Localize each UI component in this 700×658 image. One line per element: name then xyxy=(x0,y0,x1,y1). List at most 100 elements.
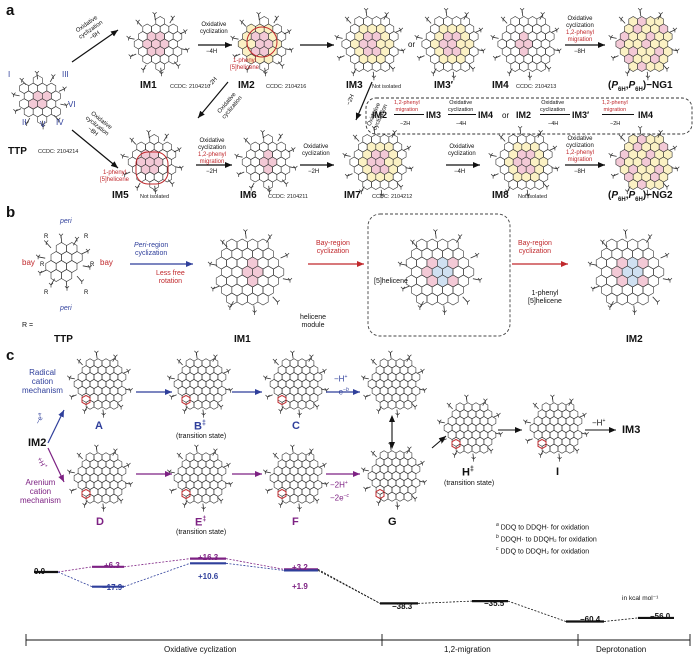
c-im2-label: IM2 xyxy=(28,437,47,449)
arrow-im6-im7-value: −2H xyxy=(308,169,320,175)
im1-ccdc: CCDC: 2104210 xyxy=(170,84,211,90)
i-to-im3-text: −H+ xyxy=(592,418,606,428)
reactive-ring xyxy=(181,488,191,500)
energy-label-1: +6.3 xyxy=(104,561,120,570)
ng1-label: (P6H,P6H)−NG1 xyxy=(608,80,673,93)
bay-left-label: bay xyxy=(22,258,35,267)
ttp-label: TTP xyxy=(8,146,27,157)
energy-label-2: −17.9 xyxy=(102,583,123,592)
e-transition-state: (transition state) xyxy=(176,529,227,536)
box-arrow2 xyxy=(448,114,476,115)
footnote-c: c DDQ to DDQH₂ for oxidation xyxy=(496,546,590,556)
stage-migration: 1,2-migration xyxy=(440,645,495,654)
arrow-im2-im6 xyxy=(197,81,229,119)
arrow-im5-im6-value: −2H xyxy=(206,169,218,175)
ng2-label: (P6H,P6H)−NG2 xyxy=(608,190,673,203)
b-ttp-label: TTP xyxy=(54,334,73,345)
b-im1-label: IM1 xyxy=(234,334,251,345)
molecule-im3 xyxy=(334,7,406,81)
ttp-arm-II: II xyxy=(22,118,27,127)
molecule-im4 xyxy=(490,7,562,81)
ttp-arm-V: V xyxy=(40,120,46,129)
molecule-im3-prime xyxy=(414,7,486,81)
energy-connector xyxy=(417,600,473,604)
species-I: I xyxy=(556,466,560,478)
im3-label: IM3 xyxy=(346,80,363,91)
arrow-im4-ng1-value: −8H xyxy=(574,49,586,55)
im2-helicene-annotation: 1-phenyl[5]helicene xyxy=(230,58,260,71)
alternative-path-box xyxy=(365,97,693,135)
r-label-4: R xyxy=(90,262,95,268)
h-transition-state: (transition state) xyxy=(444,480,495,487)
im5-note: Not isolated xyxy=(140,194,170,200)
stage-deprotonation: Deprotonation xyxy=(592,645,651,654)
molecule-b-im1 xyxy=(207,229,293,315)
molecule-h-ts xyxy=(437,394,503,462)
molecule-im6 xyxy=(234,129,298,195)
im3-prime-label: IM3′ xyxy=(434,80,454,91)
arrow-im8-ng2-value: −8H xyxy=(574,169,586,175)
im7-label: IM7 xyxy=(344,190,361,201)
peri-top-label: peri xyxy=(60,218,72,225)
im8-label: IM8 xyxy=(492,190,509,201)
energy-label-4: +10.6 xyxy=(198,572,219,581)
energy-label-10: −56.0 xyxy=(650,612,671,621)
ttp-ccdc: CCDC: 2104214 xyxy=(38,149,79,155)
molecule-ng1 xyxy=(608,7,680,81)
arrow-im2-d xyxy=(47,447,65,483)
panel-label-b: b xyxy=(6,204,16,221)
im4-label: IM4 xyxy=(492,80,509,91)
energy-label-6: +1.9 xyxy=(292,582,308,591)
molecule-b-ttp xyxy=(35,233,93,291)
molecule-g xyxy=(361,442,427,510)
energy-connector xyxy=(603,617,639,622)
molecule-im7 xyxy=(342,125,414,199)
box-arrow4 xyxy=(602,114,634,115)
arrow-im2-a xyxy=(47,409,65,444)
im2-ccdc: CCDC: 2104216 xyxy=(266,84,307,90)
species-G: G xyxy=(388,516,397,528)
molecule-ng2 xyxy=(608,125,680,199)
im5-label: IM5 xyxy=(112,190,129,201)
species-B: B‡ xyxy=(194,420,206,433)
molecule-d xyxy=(67,444,133,512)
ttp-arm-I: I xyxy=(8,70,11,79)
energy-connector xyxy=(317,569,381,604)
reactive-ring xyxy=(375,488,385,500)
molecule-c xyxy=(263,350,329,418)
energy-connector xyxy=(123,562,191,588)
species-C: C xyxy=(292,420,300,432)
energy-label-5: +3.2 xyxy=(292,563,308,572)
arrow-im1-im2-value: −4H xyxy=(206,49,218,55)
im8-note: Not isolated xyxy=(518,194,548,200)
arrow-ttp-im5 xyxy=(71,129,119,169)
r-label-5: R xyxy=(44,290,49,296)
im4-ccdc: CCDC: 2104213 xyxy=(516,84,557,90)
bay-right-label: bay xyxy=(100,258,113,267)
phenyl-helicene-text: 1-phenyl[5]helicene xyxy=(528,290,562,305)
molecule-f xyxy=(263,444,329,512)
arrow-ttp-im1 xyxy=(71,29,119,63)
im5-helicene-annotation: 1-phenyl[5]helicene xyxy=(100,170,130,183)
box-arrow4-value: −2H xyxy=(610,121,621,127)
box-arrow2-value: −4H xyxy=(456,121,467,127)
reactive-ring xyxy=(181,394,191,406)
reactive-ring xyxy=(81,394,91,406)
footnote-b: b DDQH· to DDQH₂ for oxidation xyxy=(496,534,597,544)
species-D: D xyxy=(96,516,104,528)
box-im3-prime: IM3′ xyxy=(572,110,590,120)
box-im2-b: IM2 xyxy=(516,110,532,120)
